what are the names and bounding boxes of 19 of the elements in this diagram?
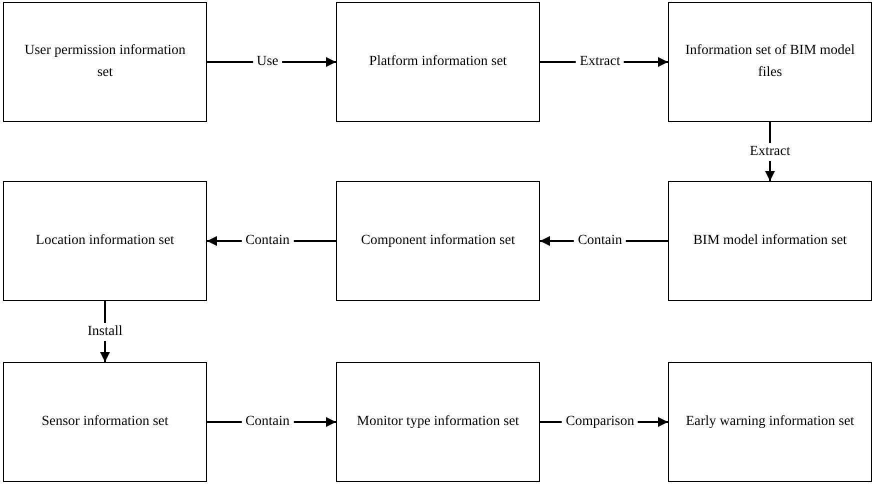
- process-box: [336, 2, 540, 122]
- process-box: [336, 362, 540, 482]
- box-text: Sensor information set: [42, 413, 168, 431]
- box-text: Component information set: [361, 232, 515, 250]
- box-text: Information set of BIM model files: [684, 42, 856, 82]
- box-text: User permission information set: [24, 42, 186, 82]
- process-box: [3, 181, 207, 301]
- process-box: [3, 362, 207, 482]
- box-text: Location information set: [36, 232, 174, 250]
- box-text: Platform information set: [369, 53, 507, 71]
- process-box: [336, 181, 540, 301]
- box-text: Monitor type information set: [356, 413, 520, 431]
- process-box: [668, 362, 872, 482]
- process-box: [668, 181, 872, 301]
- box-text: BIM model information set: [693, 232, 847, 250]
- edge-label: Comparison: [562, 413, 638, 431]
- box-text: Early warning information set: [686, 413, 854, 431]
- process-box: [668, 2, 872, 122]
- process-box: [3, 2, 207, 122]
